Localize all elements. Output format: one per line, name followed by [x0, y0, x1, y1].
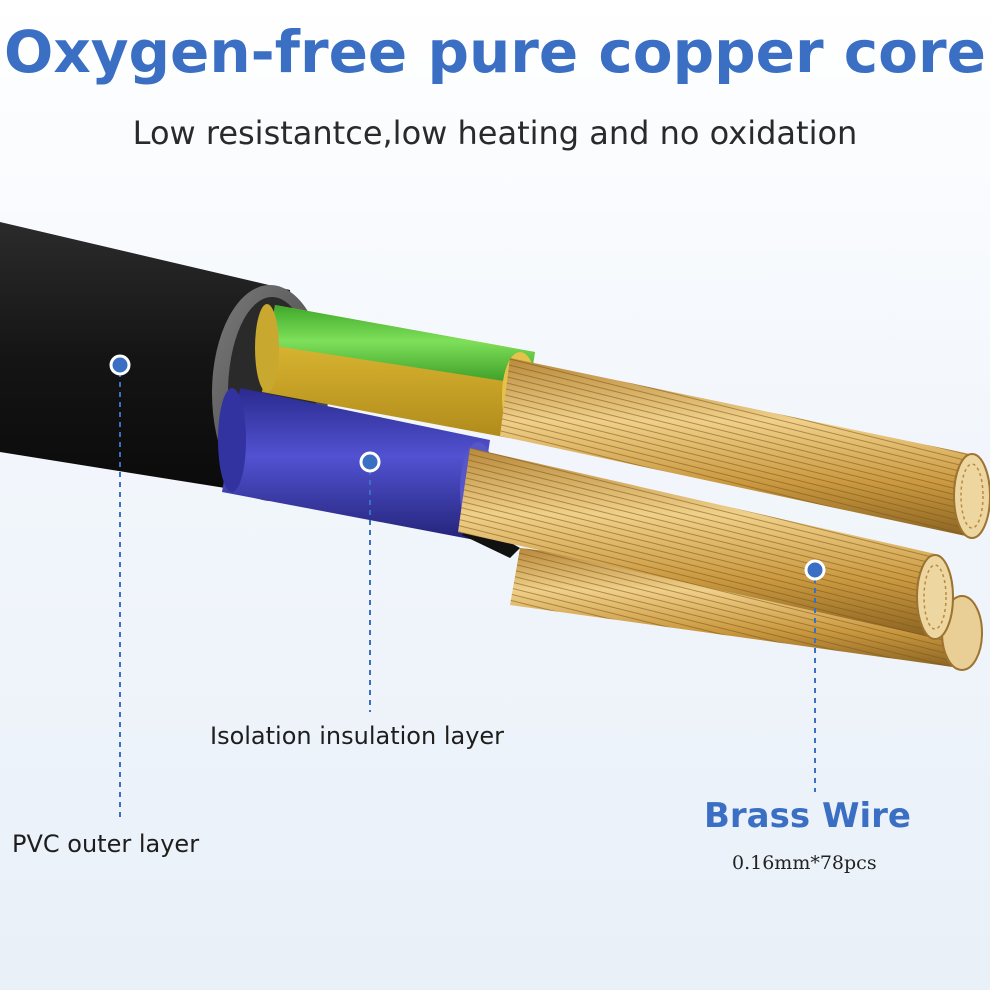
copper-bundle-middle [458, 448, 954, 640]
brass-wire-spec: 0.16mm*78pcs [732, 852, 877, 874]
headline: Oxygen-free pure copper core [4, 18, 986, 86]
subheadline: Low resistantce,low heating and no oxida… [132, 114, 858, 152]
callout-brass-marker [804, 559, 826, 792]
callout-isolation-marker [359, 451, 381, 712]
pvc-outer-layer-label: PVC outer layer [12, 830, 200, 858]
isolation-layer-label: Isolation insulation layer [210, 722, 505, 750]
copper-bundle-upper [500, 358, 990, 539]
callout-pvc-marker [109, 354, 131, 822]
brass-wire-label: Brass Wire [704, 796, 911, 836]
